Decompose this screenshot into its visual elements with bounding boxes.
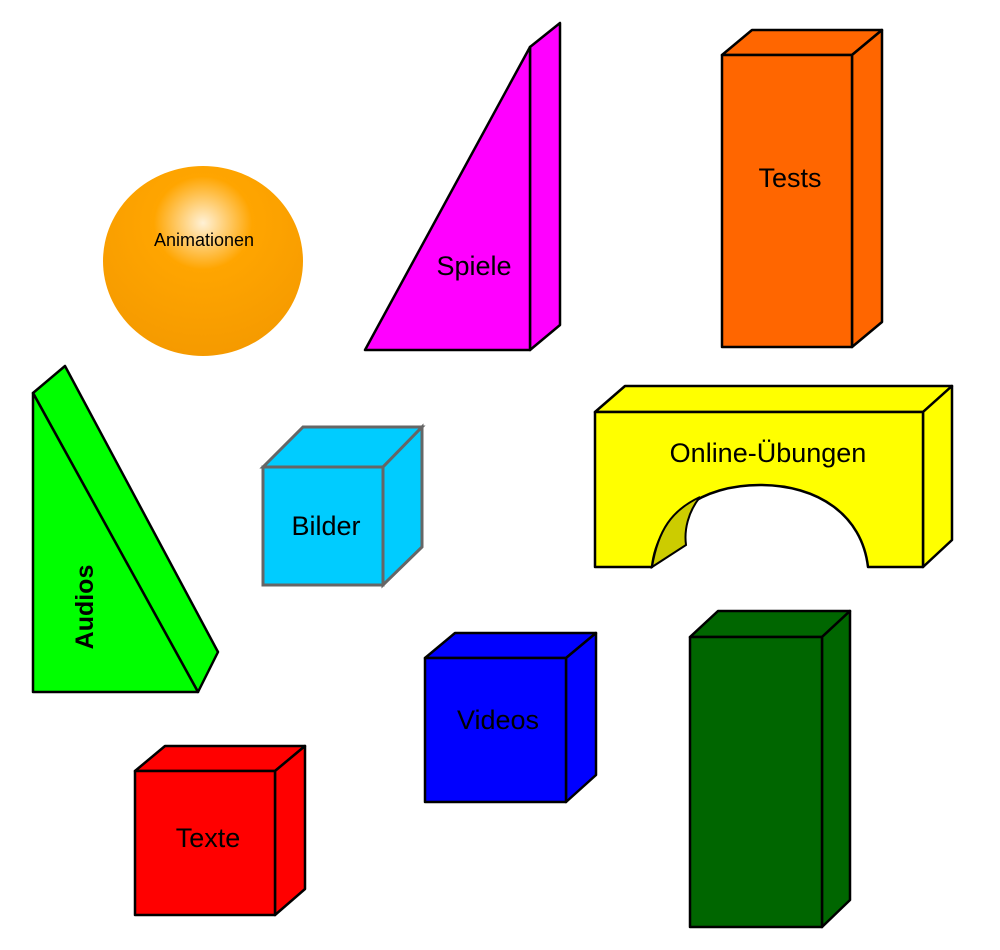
tests-box: Tests: [720, 28, 884, 349]
audios-wedge: Audios: [31, 364, 220, 694]
animationen-label: Animationen: [154, 230, 254, 250]
bilder-label: Bilder: [291, 511, 360, 541]
videos-label: Videos: [457, 705, 539, 735]
texte-label: Texte: [176, 823, 241, 853]
videos-cube: Videos: [423, 631, 598, 804]
online-uebungen-label: Online-Übungen: [670, 438, 867, 468]
green-box: [688, 609, 852, 929]
animationen-sphere: Animationen: [103, 166, 303, 356]
online-uebungen-arch: Online-Übungen: [593, 384, 954, 570]
tests-label: Tests: [758, 163, 821, 193]
texte-cube: Texte: [133, 744, 307, 917]
spiele-label: Spiele: [436, 251, 511, 281]
bilder-cube: Bilder: [259, 423, 426, 589]
spiele-wedge: Spiele: [363, 21, 562, 352]
audios-label: Audios: [71, 565, 99, 650]
